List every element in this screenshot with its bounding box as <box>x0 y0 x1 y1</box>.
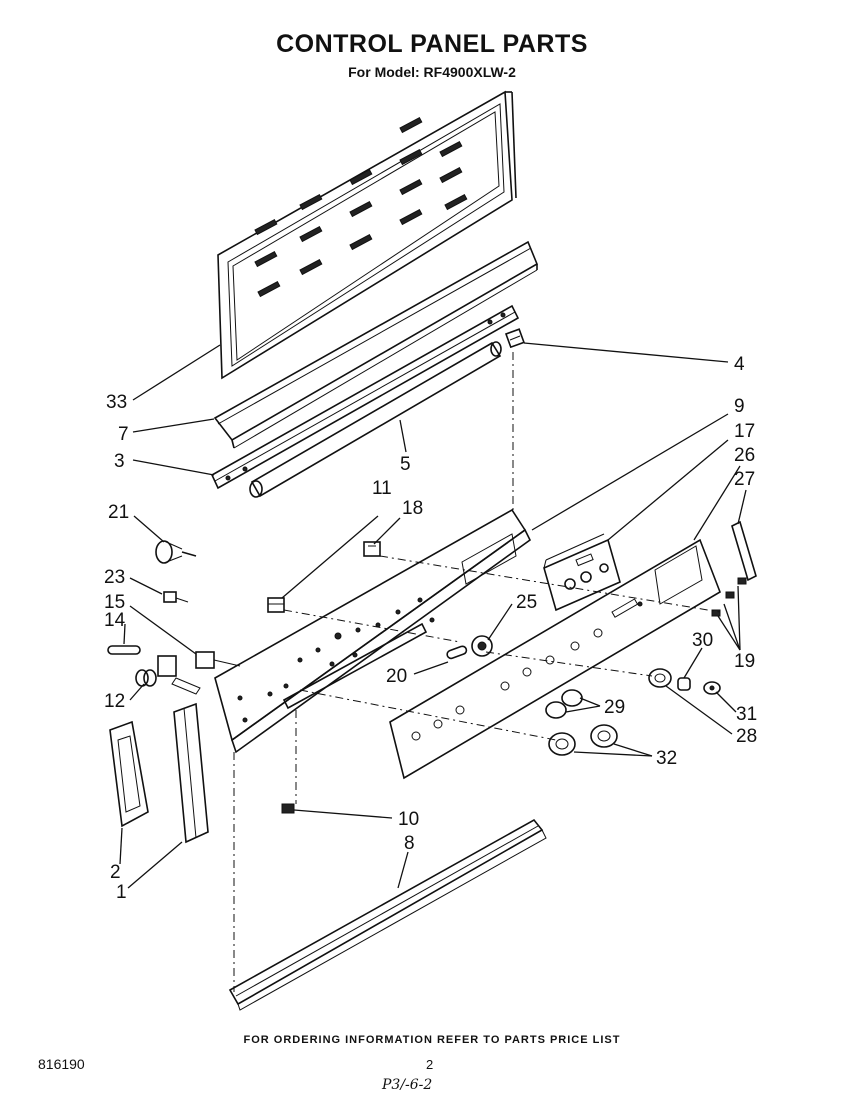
pilot-light-part <box>446 645 468 660</box>
callout-8: 8 <box>404 833 415 854</box>
bulb-part <box>107 645 141 655</box>
timer-module-part <box>543 533 621 612</box>
callout-31: 31 <box>736 704 757 725</box>
lamp-holder-part <box>155 540 197 564</box>
callout-14: 14 <box>104 610 126 631</box>
callout-2: 2 <box>110 862 121 883</box>
switch-part <box>267 597 285 613</box>
fluorescent-tube-part <box>249 341 502 498</box>
lamp-socket-part <box>504 328 525 349</box>
callout-10: 10 <box>398 809 419 830</box>
bracket-strip-part <box>210 304 520 490</box>
side-bracket-part <box>173 702 209 844</box>
callout-18: 18 <box>402 498 423 519</box>
knob-insert-part <box>677 677 691 691</box>
handwritten-note: P3/-6-2 <box>382 1077 433 1093</box>
model-subtitle: For Model: RF4900XLW-2 <box>348 64 516 80</box>
page-number: 2 <box>426 1057 434 1072</box>
callout-26: 26 <box>734 445 755 466</box>
callout-23: 23 <box>104 567 125 588</box>
bottom-trim-strip-part <box>228 818 547 1011</box>
callout-19: 19 <box>734 651 755 672</box>
callout-21: 21 <box>108 502 129 523</box>
callout-1: 1 <box>116 882 127 903</box>
callout-11: 11 <box>372 478 392 499</box>
control-knobs-part <box>548 724 618 756</box>
callout-17: 17 <box>734 421 755 442</box>
bulb-socket-part <box>195 651 241 669</box>
callout-5: 5 <box>400 454 411 475</box>
callout-15: 15 <box>104 592 125 613</box>
page-title: CONTROL PANEL PARTS <box>276 30 588 58</box>
end-cap-part <box>109 720 149 828</box>
side-trim-strip-part <box>731 520 757 582</box>
spacers-part <box>545 689 583 719</box>
ordering-note: FOR ORDERING INFORMATION REFER TO PARTS … <box>243 1034 621 1046</box>
callout-7: 7 <box>118 424 129 445</box>
main-control-panel-part <box>214 508 532 754</box>
knob-ring-part <box>471 635 493 657</box>
callout-25: 25 <box>516 592 537 613</box>
back-panel-part <box>217 90 517 380</box>
screws-part <box>711 577 747 617</box>
spring-connector-part <box>135 655 201 695</box>
callout-30: 30 <box>692 630 713 651</box>
screw-part-10 <box>281 803 295 814</box>
callout-9: 9 <box>734 396 745 417</box>
callout-29: 29 <box>604 697 625 718</box>
callout-20: 20 <box>386 666 407 687</box>
callout-27: 27 <box>734 469 755 490</box>
callout-labels: 33 7 3 4 5 9 17 26 27 11 18 21 23 15 14 … <box>104 354 757 903</box>
callout-4: 4 <box>734 354 745 375</box>
knob-cap-part <box>703 681 721 695</box>
document-number: 816190 <box>38 1056 85 1072</box>
leader-lines <box>119 342 747 889</box>
callout-28: 28 <box>736 726 757 747</box>
callout-12: 12 <box>104 691 125 712</box>
callout-3: 3 <box>114 451 125 472</box>
channel-trim-part <box>213 240 539 449</box>
clip-part <box>363 541 381 557</box>
callout-32: 32 <box>656 748 677 769</box>
front-overlay-panel-part <box>389 538 721 780</box>
callout-33: 33 <box>106 392 127 413</box>
small-clip-part <box>163 591 189 603</box>
knob-part-28 <box>648 668 672 688</box>
